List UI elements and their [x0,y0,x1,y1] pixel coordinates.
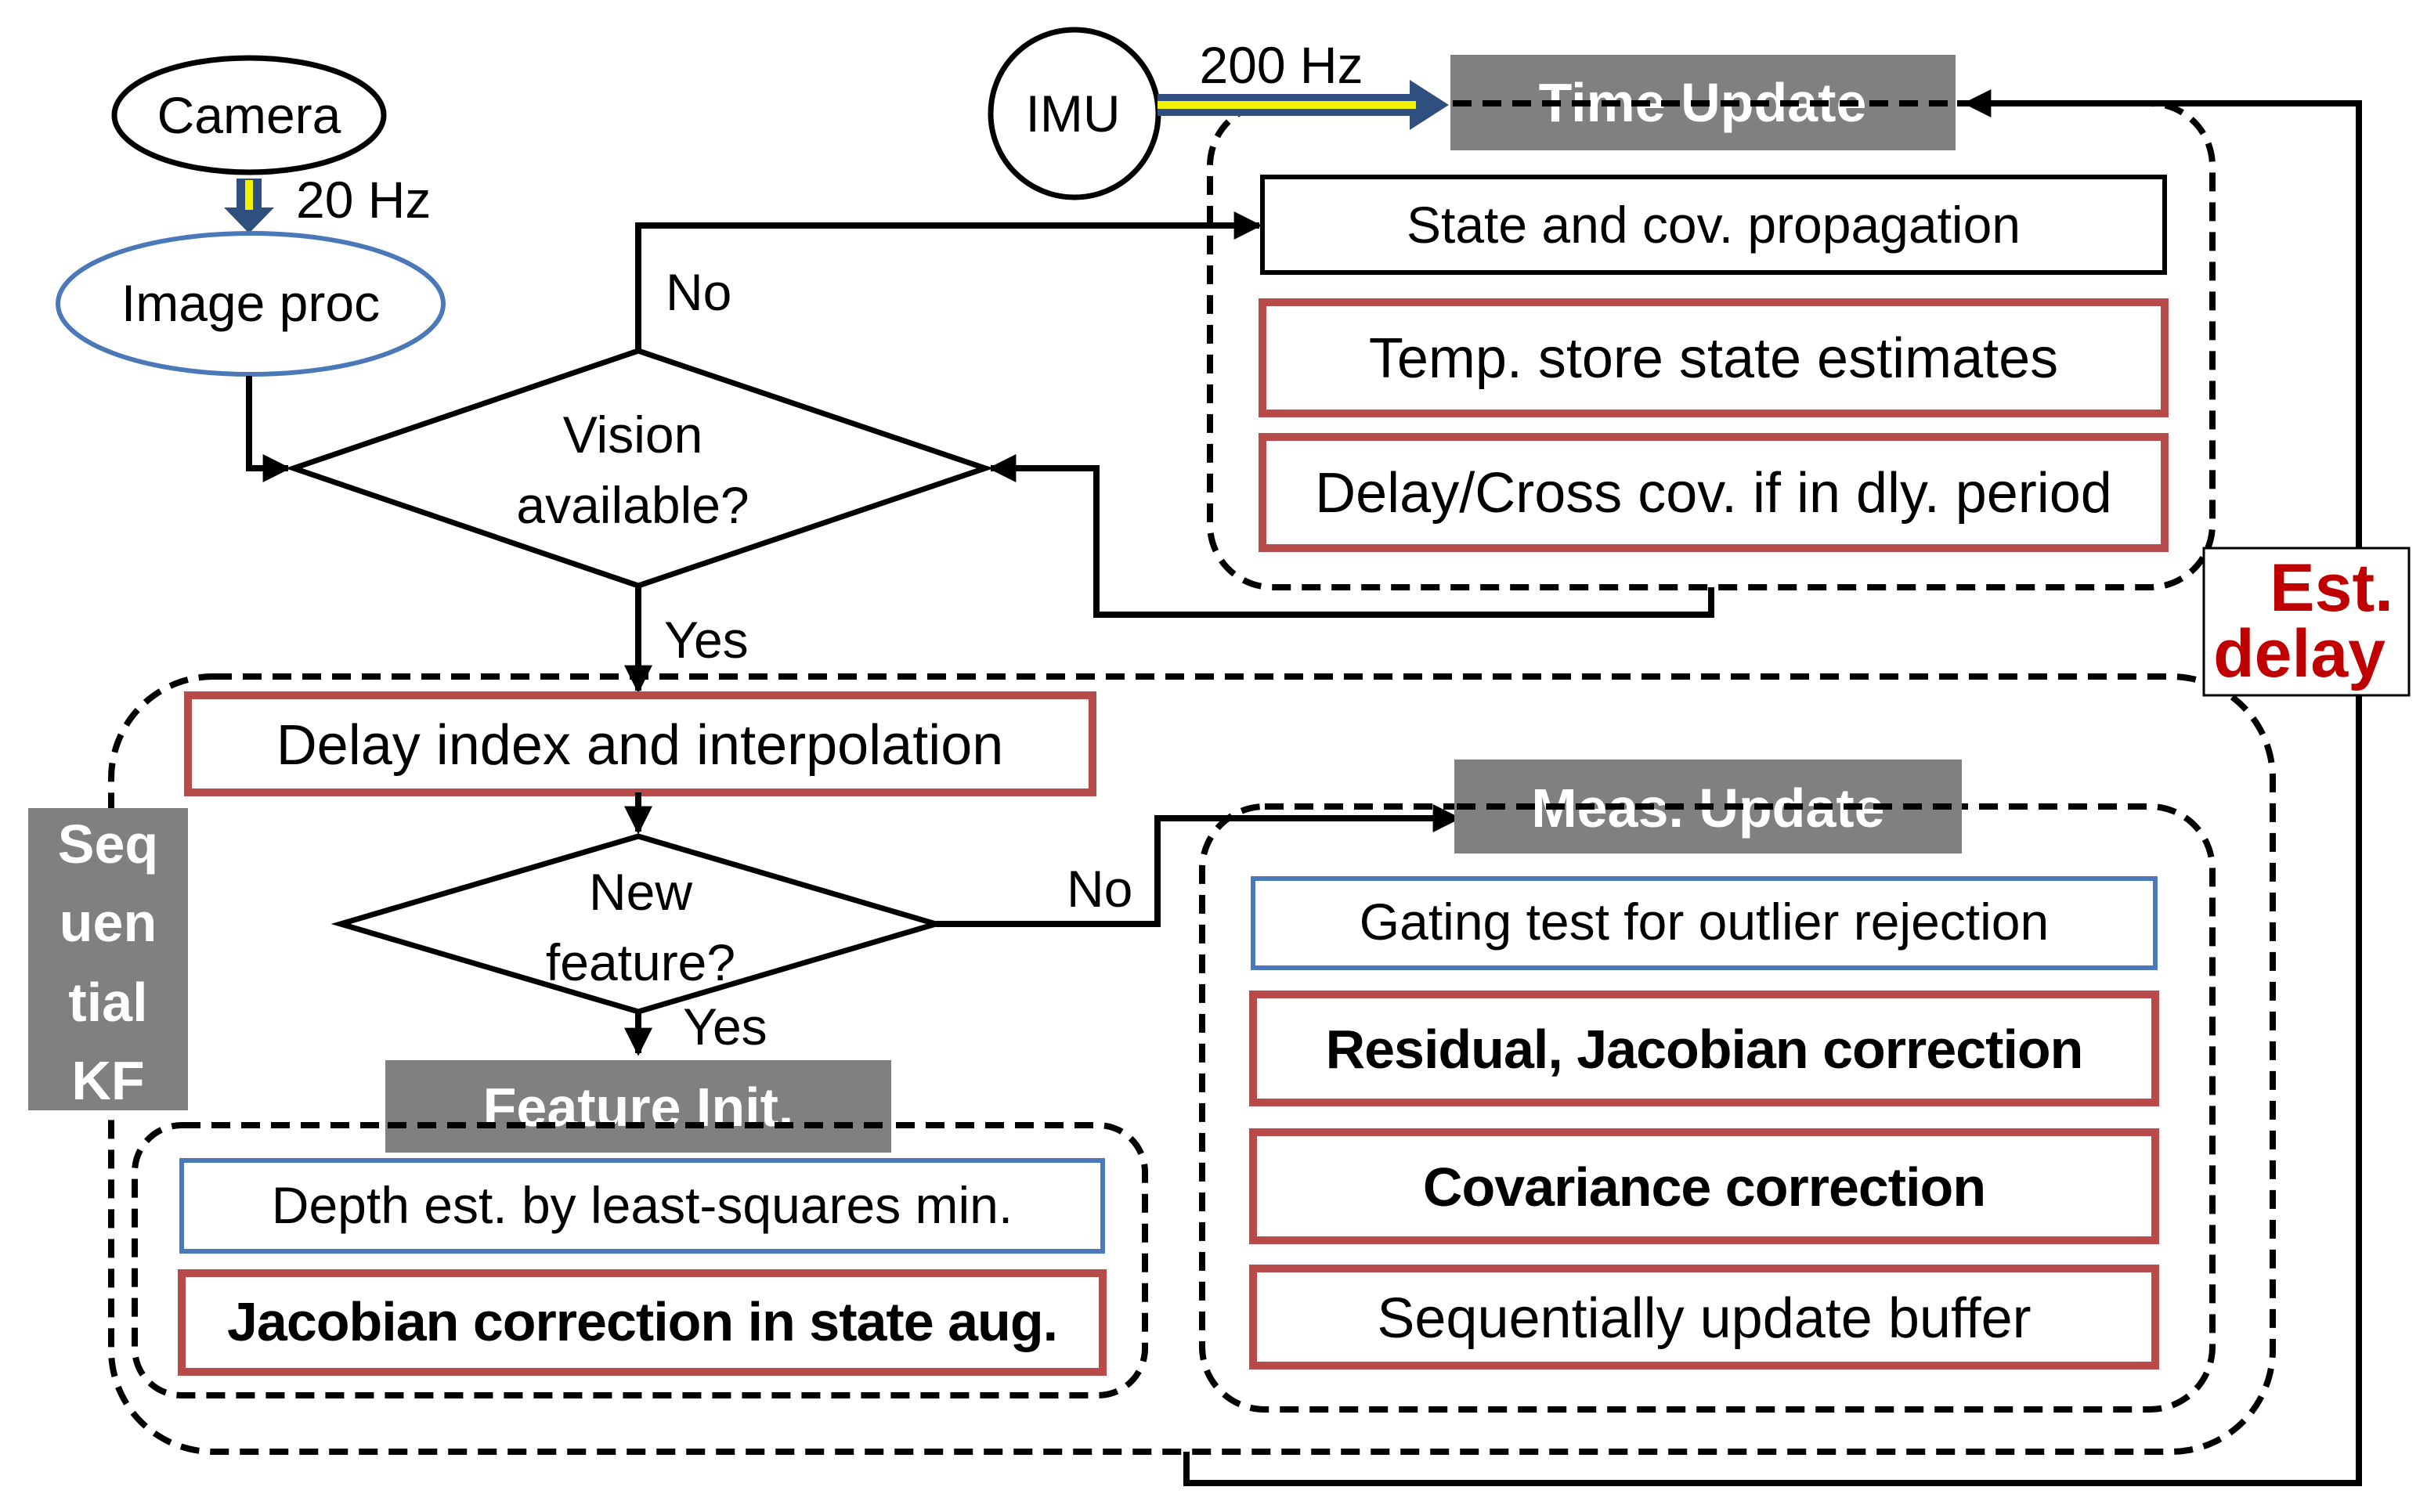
residual-jacobian-label: Residual, Jacobian correction [1326,1019,2083,1080]
gating-test-step: Gating test for outlier rejection [1251,876,2158,970]
camera-rate-arrow [224,179,274,233]
sequential-kf-label: Seq uen tial KF [28,808,188,1111]
est-delay-line1: Est. [2270,550,2393,626]
sequential-kf-line4: KF [71,1050,144,1111]
state-cov-propagation-step: State and cov. propagation [1260,175,2167,275]
sequential-kf-line2: uen [60,892,157,953]
sequential-buffer-label: Sequentially update buffer [1377,1287,2031,1350]
feature-init-header-bg [385,1060,891,1153]
sequential-kf-line1: Seq [58,814,158,875]
depth-estimation-step: Depth est. by least-squares min. [179,1158,1105,1254]
covariance-correction-label: Covariance correction [1423,1157,1985,1218]
est-delay-label-box: Est. delay [2202,547,2411,697]
feature-yes-label: Yes [683,998,767,1056]
vision-no-label: No [666,263,731,321]
delay-cross-cov-label: Delay/Cross cov. if in dly. period [1315,462,2112,525]
vision-decision-line1: Vision [563,406,703,464]
imu-node: IMU [988,27,1161,200]
jacobian-state-aug-label: Jacobian correction in state aug. [227,1291,1057,1352]
image-proc-label: Image proc [121,274,380,332]
camera-rate-label: 20 Hz [296,171,431,229]
gating-test-label: Gating test for outlier rejection [1360,893,2049,951]
delay-index-step: Delay index and interpolation [184,691,1096,796]
new-feature-line2: feature? [546,933,735,991]
camera-label: Camera [157,86,341,144]
jacobian-state-aug-step: Jacobian correction in state aug. [178,1269,1107,1376]
imu-rate-label: 200 Hz [1199,36,1363,94]
sequential-kf-line3: tial [68,972,147,1033]
imageproc-to-vision-edge [246,376,291,482]
delay-index-label: Delay index and interpolation [276,714,1004,777]
covariance-correction-step: Covariance correction [1249,1128,2159,1244]
feature-no-label: No [1067,860,1132,918]
timeupdate-return-edge [988,454,1714,618]
vision-no-edge [635,211,1262,351]
vision-yes-label: Yes [664,611,749,669]
feature-init-header: Feature Init. [483,1077,794,1138]
sequential-buffer-step: Sequentially update buffer [1249,1265,2159,1369]
state-cov-propagation-label: State and cov. propagation [1407,196,2021,254]
image-proc-node: Image proc [56,231,446,377]
new-feature-line1: New [589,863,692,921]
est-delay-line2: delay [2213,616,2385,691]
temp-store-state-step: Temp. store state estimates [1259,298,2169,417]
delay-cross-cov-step: Delay/Cross cov. if in dly. period [1259,433,2169,552]
meas-update-group [1199,803,2216,1413]
new-feature-decision: New feature? [330,833,946,1015]
est-delay-feedback-edge [1183,89,2362,1486]
camera-node: Camera [111,55,387,175]
imu-label: IMU [1026,85,1121,143]
temp-store-state-label: Temp. store state estimates [1369,327,2058,390]
vision-available-decision: Vision available? [285,348,994,589]
depth-estimation-label: Depth est. by least-squares min. [272,1176,1013,1234]
residual-jacobian-step: Residual, Jacobian correction [1249,991,2159,1106]
imu-rate-arrow [1158,80,1449,130]
vision-decision-line2: available? [516,476,749,534]
feature-no-edge [936,804,1461,927]
